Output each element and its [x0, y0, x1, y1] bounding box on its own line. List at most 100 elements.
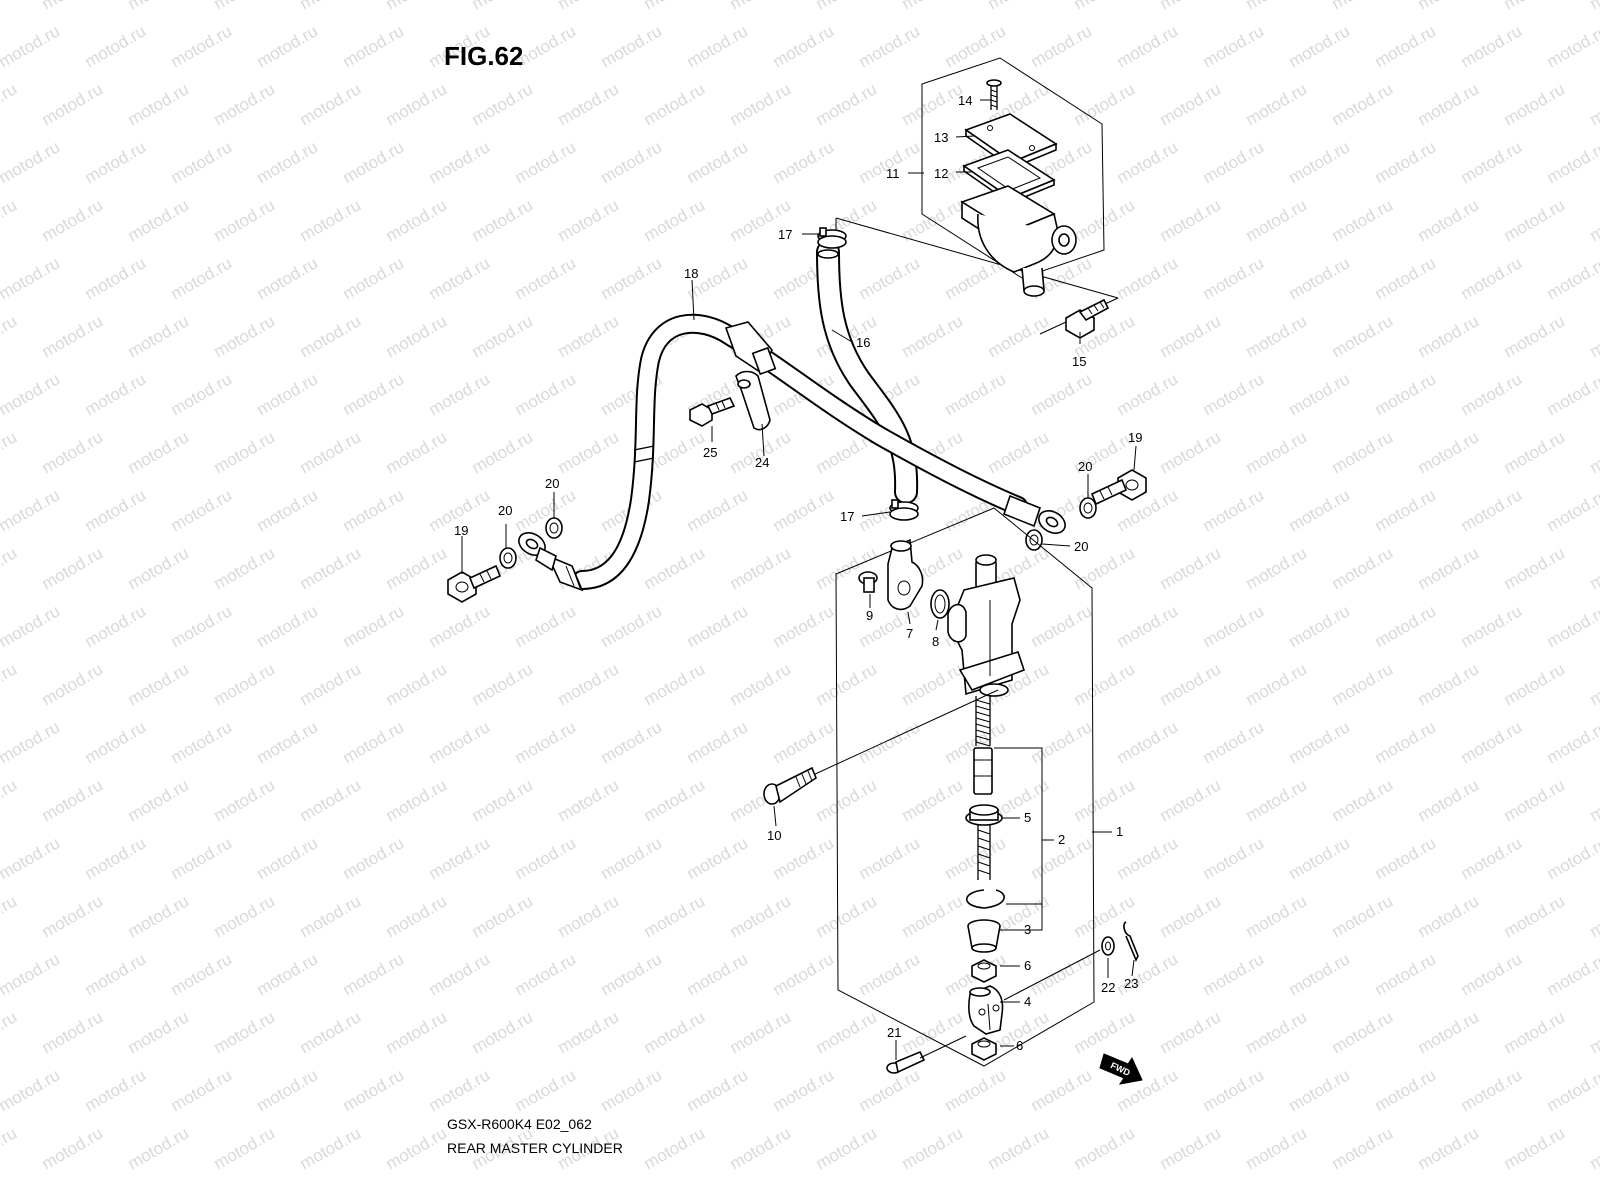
watermark-text: motod.ru	[1501, 195, 1569, 245]
watermark-text: motod.ru	[1415, 1007, 1483, 1057]
watermark-text: motod.ru	[598, 949, 666, 999]
watermark-text: motod.ru	[813, 1123, 881, 1173]
watermark-text: motod.ru	[340, 949, 408, 999]
watermark-text: motod.ru	[512, 369, 580, 419]
watermark-text: motod.ru	[684, 949, 752, 999]
callout-15: 15	[1072, 354, 1086, 369]
watermark-text: motod.ru	[0, 253, 63, 303]
watermark-text: motod.ru	[469, 0, 537, 13]
watermark-text: motod.ru	[254, 833, 322, 883]
callout-20-left-b: 20	[545, 476, 559, 491]
watermark-text: motod.ru	[813, 79, 881, 129]
watermark-text: motod.ru	[168, 1065, 236, 1115]
watermark-text: motod.ru	[1243, 659, 1311, 709]
watermark-text: motod.ru	[0, 79, 20, 129]
watermark-text: motod.ru	[770, 1065, 838, 1115]
watermark-text: motod.ru	[1544, 369, 1600, 419]
callout-7: 7	[906, 626, 913, 641]
watermark-text: motod.ru	[641, 1007, 709, 1057]
watermark-text: motod.ru	[1501, 543, 1569, 593]
watermark-text: motod.ru	[985, 0, 1053, 13]
watermark-text: motod.ru	[426, 369, 494, 419]
watermark-text: motod.ru	[125, 659, 193, 709]
clevis	[968, 985, 1004, 1035]
watermark-text: motod.ru	[727, 0, 795, 13]
watermark-text: motod.ru	[598, 253, 666, 303]
watermark-text: motod.ru	[39, 311, 107, 361]
watermark-text: motod.ru	[1200, 833, 1268, 883]
callout-14: 14	[958, 93, 972, 108]
watermark-text: motod.ru	[641, 891, 709, 941]
watermark-layer: motod.ru motod.ru motod.ru motod.ru motod.ru…	[0, 0, 1600, 1173]
watermark-text: motod.ru	[297, 659, 365, 709]
watermark-text: motod.ru	[383, 1007, 451, 1057]
callout-9: 9	[866, 608, 873, 623]
callout-6-upper: 6	[1024, 958, 1031, 973]
watermark-text: motod.ru	[1157, 1007, 1225, 1057]
watermark-text: motod.ru	[297, 543, 365, 593]
watermark-text: motod.ru	[340, 1065, 408, 1115]
watermark-text: motod.ru	[426, 1065, 494, 1115]
master-cylinder-group-outline	[835, 507, 1095, 1067]
callout-13: 13	[934, 130, 948, 145]
watermark-text: motod.ru	[598, 833, 666, 883]
watermark-text: motod.ru	[82, 253, 150, 303]
watermark-text: motod.ru	[469, 427, 537, 477]
watermark-text: motod.ru	[813, 775, 881, 825]
watermark-text: motod.ru	[512, 1065, 580, 1115]
watermark-text: motod.ru	[899, 79, 967, 129]
watermark-text: motod.ru	[39, 1007, 107, 1057]
watermark-text: motod.ru	[512, 253, 580, 303]
watermark-text: motod.ru	[125, 195, 193, 245]
callout-22: 22	[1101, 980, 1115, 995]
watermark-text: motod.ru	[0, 369, 63, 419]
watermark-text: motod.ru	[1501, 311, 1569, 361]
watermark-text: motod.ru	[1587, 775, 1600, 825]
union-bolt-right	[1090, 469, 1147, 506]
watermark-text: motod.ru	[340, 137, 408, 187]
brake-hose-fitting-right	[1003, 494, 1066, 534]
watermark-text: motod.ru	[1329, 659, 1397, 709]
watermark-text: motod.ru	[0, 0, 20, 13]
watermark-text: motod.ru	[598, 717, 666, 767]
watermark-text: motod.ru	[1114, 949, 1182, 999]
watermark-text: motod.ru	[82, 137, 150, 187]
watermark-text: motod.ru	[813, 891, 881, 941]
watermark-text: motod.ru	[1544, 833, 1600, 883]
piston-spring	[975, 696, 991, 747]
watermark-text: motod.ru	[426, 717, 494, 767]
watermark-text: motod.ru	[684, 717, 752, 767]
watermark-text: motod.ru	[426, 137, 494, 187]
watermark-text: motod.ru	[168, 833, 236, 883]
watermark-text: motod.ru	[125, 311, 193, 361]
watermark-text: motod.ru	[168, 485, 236, 535]
clevis-washer	[1101, 936, 1115, 956]
watermark-text: motod.ru	[641, 775, 709, 825]
watermark-text: motod.ru	[1415, 427, 1483, 477]
watermark-text: motod.ru	[598, 137, 666, 187]
watermark-text: motod.ru	[1286, 1065, 1354, 1115]
watermark-text: motod.ru	[39, 195, 107, 245]
watermark-text: motod.ru	[1243, 1123, 1311, 1173]
watermark-text: motod.ru	[125, 543, 193, 593]
watermark-text: motod.ru	[684, 833, 752, 883]
watermark-text: motod.ru	[1544, 253, 1600, 303]
watermark-text: motod.ru	[641, 543, 709, 593]
hose-joint	[887, 538, 924, 611]
watermark-text: motod.ru	[1587, 311, 1600, 361]
watermark-text: motod.ru	[211, 0, 279, 13]
watermark-text: motod.ru	[1071, 79, 1139, 129]
callout-20-left-a: 20	[498, 503, 512, 518]
clevis-pin	[886, 1035, 967, 1074]
watermark-text: motod.ru	[1501, 0, 1569, 13]
watermark-text: motod.ru	[125, 79, 193, 129]
watermark-text: motod.ru	[211, 427, 279, 477]
watermark-text: motod.ru	[899, 0, 967, 13]
watermark-text: motod.ru	[383, 427, 451, 477]
watermark-text: motod.ru	[1243, 427, 1311, 477]
watermark-text: motod.ru	[1458, 601, 1526, 651]
watermark-text: motod.ru	[297, 427, 365, 477]
watermark-text: motod.ru	[1028, 949, 1096, 999]
watermark-text: motod.ru	[985, 1123, 1053, 1173]
watermark-text: motod.ru	[770, 137, 838, 187]
